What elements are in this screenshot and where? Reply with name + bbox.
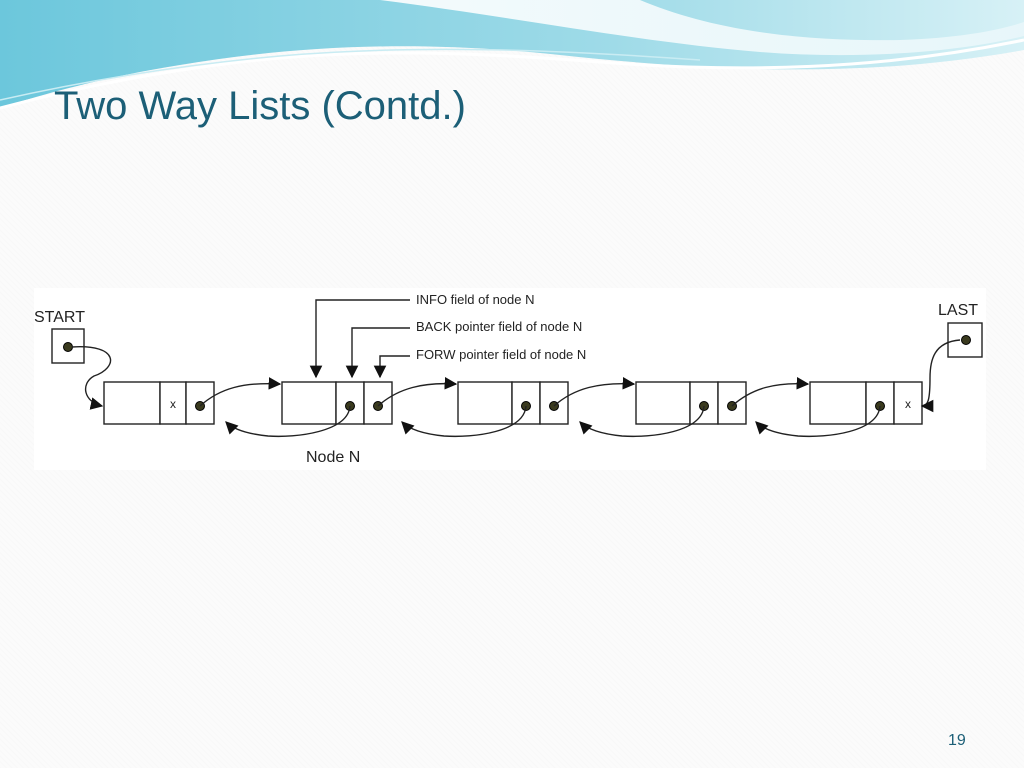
last-label: LAST (938, 302, 978, 319)
node-4 (635, 381, 747, 425)
start-label: START (34, 309, 85, 326)
callout-back-label: BACK pointer field of node N (416, 319, 582, 334)
start-arrow (71, 346, 112, 410)
back-arrow-2 (401, 405, 527, 438)
null-marker: x (170, 397, 176, 411)
callout-info-label: INFO field of node N (416, 292, 535, 307)
node-2 (281, 381, 393, 425)
forw-arrow-4 (731, 377, 810, 407)
null-marker: x (905, 397, 911, 411)
diagram-background (34, 288, 986, 470)
page-number: 19 (948, 732, 966, 749)
back-arrow-4 (755, 405, 881, 438)
forw-arrow-1 (199, 377, 282, 407)
forw-arrow-3 (553, 377, 636, 407)
node-info-field (457, 381, 513, 425)
node-forw-field (717, 381, 747, 425)
node-info-field (635, 381, 691, 425)
callout-back-arrow (345, 327, 410, 379)
callout-forw-label: FORW pointer field of node N (416, 347, 586, 362)
node-back-field (689, 381, 719, 425)
start-pointer-dot (63, 342, 73, 352)
forw-arrow-2 (377, 377, 458, 407)
node-info-field (809, 381, 867, 425)
back-arrow-3 (579, 405, 705, 438)
node-forw-field (893, 381, 923, 425)
callout-forw-arrow (373, 355, 410, 379)
node-n-caption: Node N (306, 449, 360, 466)
two-way-list-diagram: START LAST INFO field of node N BACK poi… (34, 288, 986, 470)
node-5: x (809, 381, 923, 425)
node-1: x (103, 381, 215, 425)
node-info-field (281, 381, 337, 425)
header-wave-banner (0, 0, 1024, 110)
node-info-field (103, 381, 161, 425)
back-arrow-1 (225, 405, 351, 438)
node-3 (457, 381, 569, 425)
node-back-field (159, 381, 187, 425)
last-arrow (920, 339, 961, 413)
last-pointer-dot (961, 335, 971, 345)
slide-title: Two Way Lists (Contd.) (54, 84, 466, 128)
callout-info-arrow (309, 299, 410, 379)
